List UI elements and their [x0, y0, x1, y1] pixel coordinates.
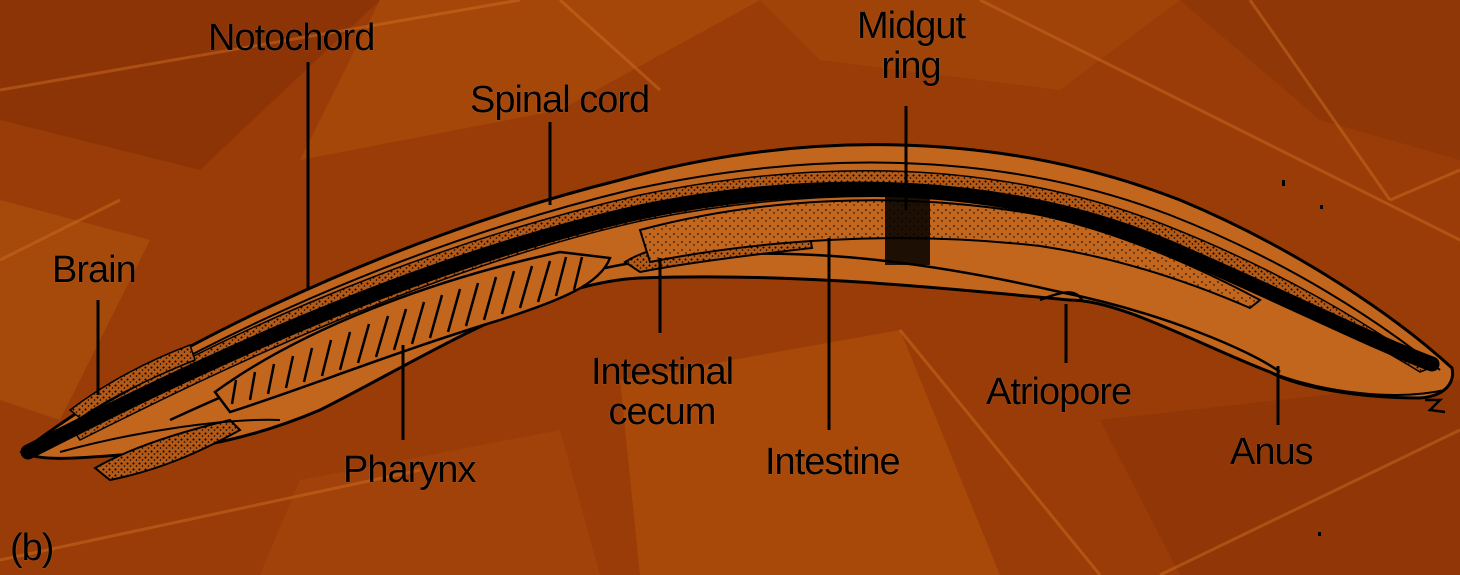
- label-notochord: Notochord: [208, 18, 374, 58]
- label-intestinal-cecum-line2: cecum: [582, 392, 742, 432]
- label-intestine: Intestine: [765, 442, 900, 482]
- label-pharynx: Pharynx: [343, 450, 475, 490]
- label-intestinal-cecum: Intestinal cecum: [582, 352, 742, 432]
- label-midgut-ring-line2: ring: [856, 46, 966, 86]
- label-brain: Brain: [52, 250, 136, 290]
- label-midgut-ring: Midgut ring: [856, 6, 966, 86]
- label-intestinal-cecum-line1: Intestinal: [582, 352, 742, 392]
- label-midgut-ring-line1: Midgut: [856, 6, 966, 46]
- panel-marker: (b): [10, 528, 53, 568]
- label-anus: Anus: [1230, 432, 1313, 472]
- label-atriopore: Atriopore: [986, 372, 1131, 412]
- label-spinal-cord: Spinal cord: [470, 80, 649, 120]
